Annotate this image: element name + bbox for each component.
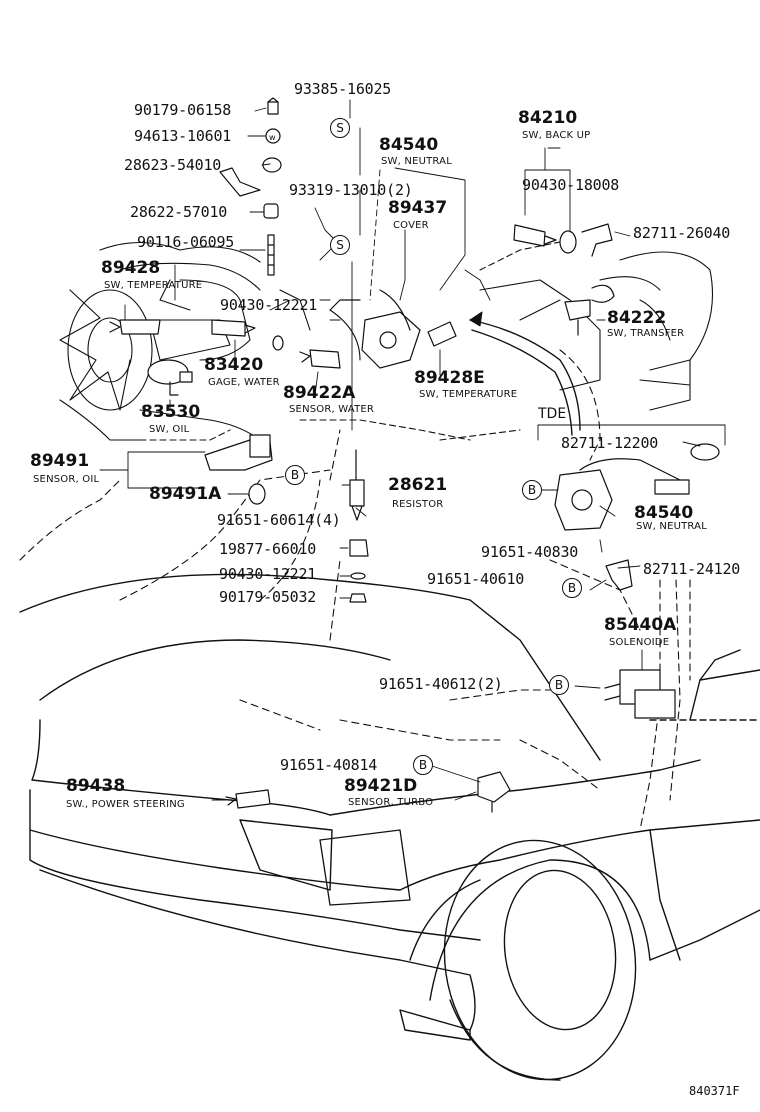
marker-b: B (549, 675, 569, 695)
part-number-89428e: 89428E (414, 368, 485, 388)
caption-sw-back-up: SW, BACK UP (522, 130, 591, 141)
part-number-90430-12221: 90430-12221 (220, 296, 318, 314)
marker-b: B (562, 578, 582, 598)
part-number-84540-tde: 84540 (634, 503, 694, 523)
caption-sw-power-steering: SW., POWER STEERING (66, 799, 185, 810)
caption-sw-neutral-tde: SW, NEUTRAL (636, 521, 707, 532)
part-number-90430-18008: 90430-18008 (522, 176, 620, 194)
caption-gage-water: GAGE, WATER (208, 377, 280, 388)
caption-sw-transfer: SW, TRANSFER (607, 328, 685, 339)
caption-solenoide: SOLENOIDE (609, 637, 670, 648)
caption-sw-oil: SW, OIL (149, 424, 190, 435)
part-number-91651-40830: 91651-40830 (481, 543, 579, 561)
tde-label: TDE (538, 406, 567, 422)
part-number-90116-06095: 90116-06095 (137, 233, 235, 251)
component-sketches: w (109, 97, 720, 813)
marker-s: S (330, 118, 350, 138)
part-number-91651-60614: 91651-60614(4) (217, 511, 341, 529)
part-number-91651-40814: 91651-40814 (280, 756, 378, 774)
caption-sw-temperature-2: SW, TEMPERATURE (419, 389, 518, 400)
part-number-89491: 89491 (30, 451, 90, 471)
part-number-82711-26040: 82711-26040 (633, 224, 731, 242)
marker-b: B (285, 465, 305, 485)
part-number-90430-12221-b: 90430-12221 (219, 565, 317, 583)
marker-b: B (522, 480, 542, 500)
part-number-28622-57010: 28622-57010 (130, 203, 228, 221)
marker-b: B (413, 755, 433, 775)
part-number-93385-16025: 93385-16025 (294, 80, 392, 98)
part-number-28623-54010: 28623-54010 (124, 156, 222, 174)
part-number-28621: 28621 (388, 475, 448, 495)
part-number-19877-66010: 19877-66010 (219, 540, 317, 558)
part-number-93319-13010: 93319-13010(2) (289, 181, 413, 199)
svg-text:w: w (269, 133, 276, 142)
part-number-84210: 84210 (518, 108, 578, 128)
part-number-89491a: 89491A (149, 484, 222, 504)
caption-cover: COVER (393, 220, 429, 231)
part-number-91651-40612: 91651-40612(2) (379, 675, 503, 693)
part-number-89438: 89438 (66, 776, 126, 796)
marker-s: S (330, 235, 350, 255)
engine-sketch (19, 239, 713, 831)
part-number-91651-40610: 91651-40610 (427, 570, 525, 588)
part-number-89428: 89428 (101, 258, 161, 278)
caption-sw-neutral: SW, NEUTRAL (381, 156, 452, 167)
part-number-83530: 83530 (141, 402, 201, 422)
part-number-82711-24120: 82711-24120 (643, 560, 741, 578)
part-number-94613-10601: 94613-10601 (134, 127, 232, 145)
part-number-90179-05032: 90179-05032 (219, 588, 317, 606)
caption-sensor-oil: SENSOR, OIL (33, 474, 100, 485)
caption-sw-temperature: SW, TEMPERATURE (104, 280, 203, 291)
leader-lines (99, 99, 726, 801)
vehicle-outline (19, 573, 760, 1081)
part-number-85440a: 85440A (604, 615, 677, 635)
caption-sensor-turbo: SENSOR, TURBO (348, 797, 434, 808)
figure-id: 840371F (689, 1084, 740, 1098)
part-number-89422a: 89422A (283, 383, 356, 403)
caption-sensor-water: SENSOR, WATER (289, 404, 375, 415)
part-number-84222: 84222 (607, 308, 667, 328)
part-number-83420: 83420 (204, 355, 264, 375)
tde-arrow (469, 311, 483, 327)
part-number-82711-12200: 82711-12200 (561, 434, 659, 452)
part-number-89437: 89437 (388, 198, 448, 218)
caption-resistor: RESISTOR (392, 499, 444, 510)
part-number-90179-06158: 90179-06158 (134, 101, 232, 119)
part-number-89421d: 89421D (344, 776, 418, 796)
part-number-84540: 84540 (379, 135, 439, 155)
